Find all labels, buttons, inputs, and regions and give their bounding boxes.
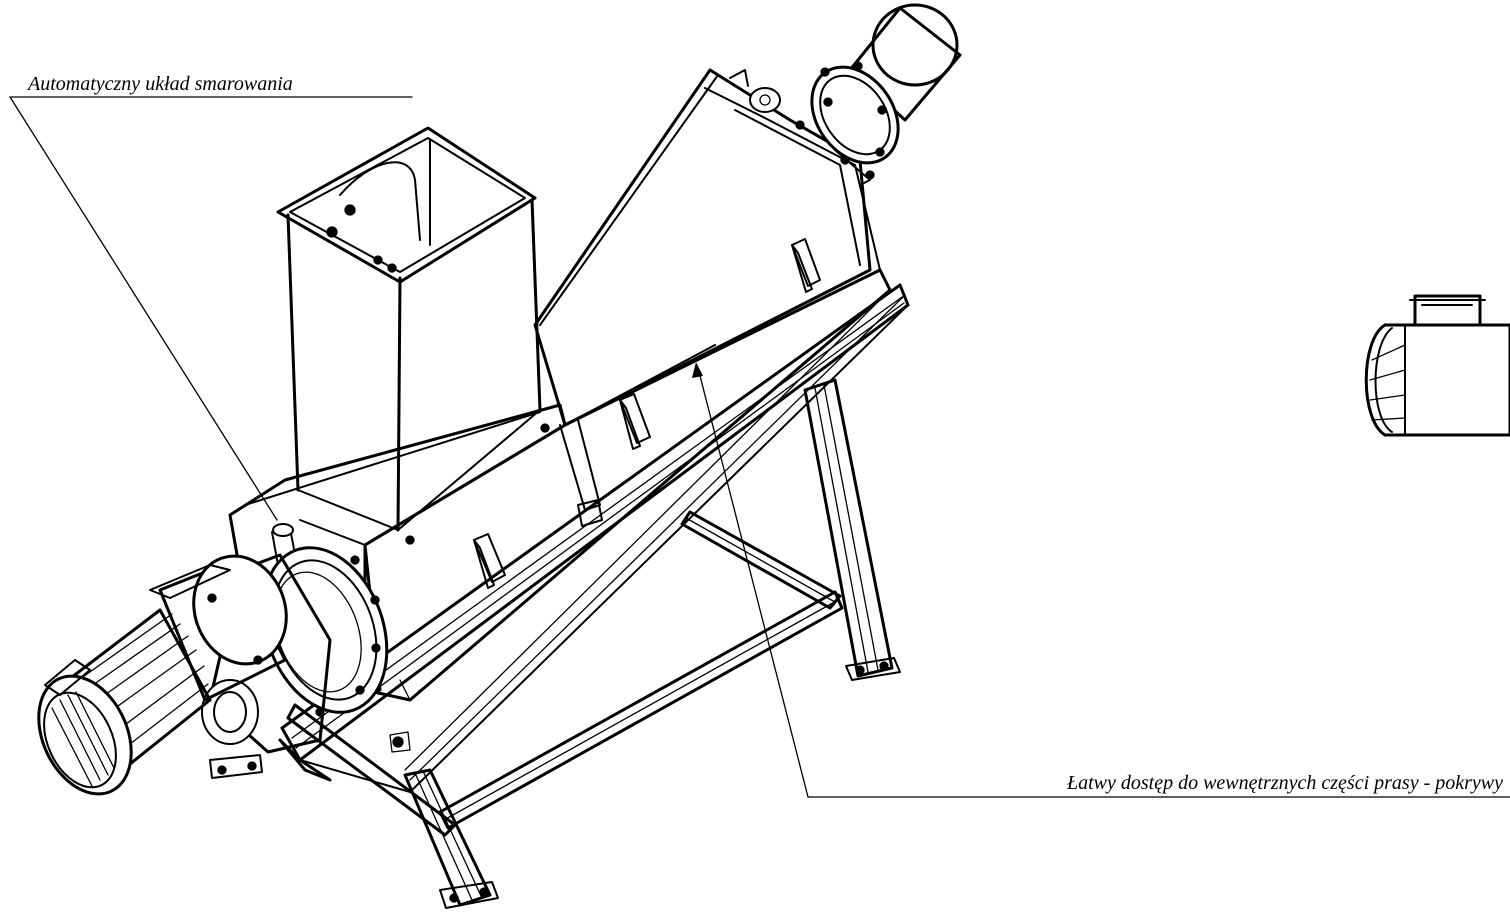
bolt-icon bbox=[853, 61, 863, 71]
cover-handle bbox=[473, 533, 506, 589]
bolt-icon bbox=[479, 887, 489, 897]
callout-lubrication: Automatyczny układ smarowania bbox=[9, 73, 413, 521]
bolt-icon bbox=[855, 665, 865, 675]
arrowhead-icon bbox=[692, 362, 703, 378]
bolt-icon bbox=[371, 643, 381, 653]
bolt-icon bbox=[875, 147, 885, 157]
bolt-icon bbox=[820, 67, 830, 77]
bolt-icon bbox=[405, 535, 415, 545]
bolt-icon bbox=[540, 423, 550, 433]
motor-side-view bbox=[1364, 294, 1510, 437]
bolt-icon bbox=[823, 97, 833, 107]
bolt-icon bbox=[247, 761, 257, 771]
cover-handle bbox=[619, 393, 651, 450]
outlet-end bbox=[729, 3, 962, 186]
callout-covers: Łatwy dostęp do wewnętrznych części pras… bbox=[692, 362, 1510, 798]
bolt-icon bbox=[449, 893, 459, 903]
bolt-icon bbox=[877, 105, 887, 115]
bolt-icon bbox=[387, 263, 397, 273]
bolt-icon bbox=[370, 595, 380, 605]
bolt-icon bbox=[326, 226, 338, 238]
bolt-icon bbox=[865, 170, 875, 180]
bolt-icon bbox=[879, 661, 889, 671]
feed-hopper bbox=[276, 126, 542, 532]
bolt-icon bbox=[392, 736, 404, 748]
callout-covers-label: Łatwy dostęp do wewnętrznych części pras… bbox=[1066, 772, 1503, 794]
support-frame bbox=[278, 283, 910, 909]
bolt-icon bbox=[207, 593, 217, 603]
bolt-icon bbox=[795, 120, 805, 130]
bolt-icon bbox=[344, 204, 356, 216]
bolt-icon bbox=[350, 555, 360, 565]
callout-lubrication-label: Automatyczny układ smarowania bbox=[26, 73, 293, 95]
bolt-icon bbox=[355, 685, 365, 695]
bolt-icon bbox=[373, 255, 383, 265]
drive-motor bbox=[37, 554, 288, 796]
bolt-icon bbox=[217, 765, 227, 775]
cover-handle bbox=[791, 238, 821, 293]
bolt-icon bbox=[253, 655, 263, 665]
